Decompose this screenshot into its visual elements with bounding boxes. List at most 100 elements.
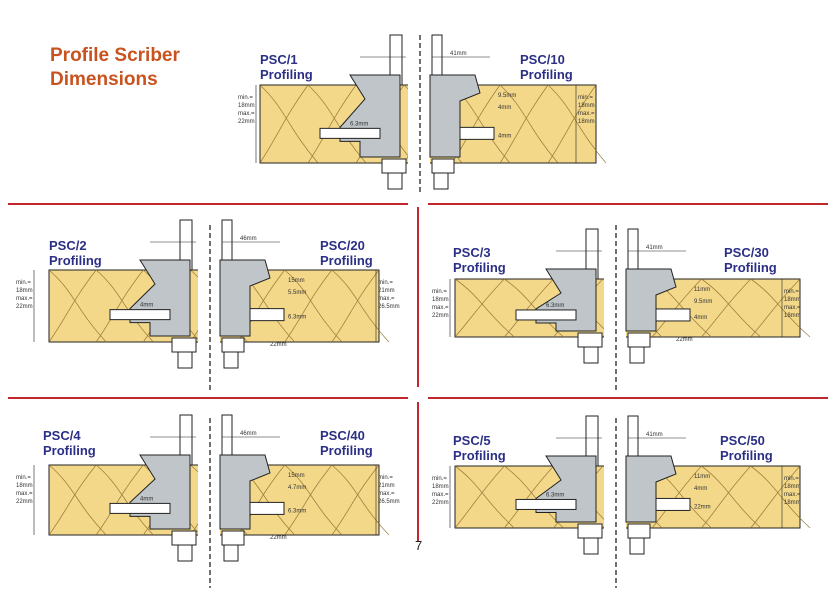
divider-top-left: [8, 203, 408, 205]
dimension-label: 41mm: [450, 51, 467, 57]
divider-vertical-upper: [417, 207, 419, 387]
dimension-label: 9.5mm: [694, 299, 712, 305]
left-cutter: [109, 414, 197, 562]
profile-drawing: 6.3mm41mm9.5mm4mm4mmmin.=18mmmax.=22mmmi…: [238, 34, 607, 195]
profile-drawing: 4mm46mm15mm4.7mm6.3mm22mmmin.=18mmmax.=2…: [16, 414, 400, 588]
label-psc2: PSC/2 Profiling: [49, 238, 102, 268]
side-thickness-right: min.=: [784, 476, 799, 482]
profile-drawing: 6.3mm 41mm 11mm 4mm 22mm min.= 18mm max.= 22mm mi…: [432, 415, 811, 588]
dimension-label: 22mm: [694, 504, 711, 510]
page-number: 7: [415, 538, 423, 553]
dimension-label: 4mm: [140, 496, 153, 502]
label-psc5: PSC/5 Profiling: [453, 433, 506, 463]
dimension-label: 22mm: [676, 337, 693, 343]
dimension-label: 15mm: [288, 278, 305, 284]
dimension-label: 41mm: [646, 245, 663, 251]
side-thickness-right: 21mm: [378, 288, 395, 294]
side-thickness-right: 18mm: [784, 484, 801, 490]
page-title-line2: Dimensions: [50, 69, 158, 90]
panel-psc5: 6.3mm 41mm 11mm 4mm 22mm min.= 18mm max.= 22mm mi…: [430, 415, 825, 588]
dimension-label: 4mm: [140, 303, 153, 309]
label-psc50: PSC/50 Profiling: [720, 433, 773, 463]
side-thickness-right: 26.5mm: [378, 304, 400, 310]
side-thickness-right: max.=: [784, 492, 801, 498]
dimension-label: 4mm: [498, 133, 511, 139]
divider-mid-right: [428, 397, 828, 399]
label-psc20: PSC/20 Profiling: [320, 238, 373, 268]
dimension-label: 41mm: [646, 432, 663, 438]
side-thickness-left: max.=: [432, 492, 449, 498]
side-thickness-left: 18mm: [238, 103, 255, 109]
label-psc10-line1: PSC/10: [520, 52, 565, 67]
label-psc5-line2: Profiling: [453, 448, 506, 463]
side-thickness-left: min.=: [16, 280, 31, 286]
label-psc4: PSC/4 Profiling: [43, 428, 96, 458]
label-psc3: PSC/3 Profiling: [453, 245, 506, 275]
right-cutter: [219, 219, 285, 369]
divider-top-right: [428, 203, 828, 205]
side-thickness-left: min.=: [432, 476, 447, 482]
right-cutter: [625, 415, 691, 555]
page-title-line1: Profile Scriber: [50, 45, 180, 66]
side-thickness-right: 18mm: [784, 313, 801, 319]
dimension-label: 46mm: [240, 431, 257, 437]
label-psc50-line2: Profiling: [720, 448, 773, 463]
side-thickness-right: 18mm: [784, 500, 801, 506]
side-thickness-left: 22mm: [16, 499, 33, 505]
label-psc1: PSC/1 Profiling: [260, 52, 313, 82]
label-psc40-line2: Profiling: [320, 443, 373, 458]
dimension-label: 6.3mm: [546, 492, 564, 498]
dimension-label: 11mm: [694, 474, 710, 480]
left-cutter: [515, 415, 603, 555]
side-thickness-right: 18mm: [784, 297, 801, 303]
side-thickness-left: 22mm: [432, 313, 449, 319]
side-thickness-left: max.=: [432, 305, 449, 311]
dimension-label: 6.3mm: [288, 315, 306, 321]
label-psc5-line1: PSC/5: [453, 433, 491, 448]
side-thickness-right: 26.5mm: [378, 499, 400, 505]
profile-drawing: 4mm46mm15mm5.5mm6.3mm22mmmin.=18mmmax.=2…: [16, 219, 400, 390]
label-psc50-line1: PSC/50: [720, 433, 765, 448]
dimension-label: 6.3mm: [288, 508, 306, 514]
side-thickness-right: min.=: [784, 289, 799, 295]
side-thickness-right: min.=: [578, 95, 593, 101]
side-thickness-left: 18mm: [432, 484, 449, 490]
label-psc20-line2: Profiling: [320, 253, 373, 268]
divider-vertical-lower: [417, 402, 419, 542]
dimension-label: 46mm: [240, 236, 257, 242]
side-thickness-left: 22mm: [16, 304, 33, 310]
side-thickness-left: min.=: [238, 95, 253, 101]
side-thickness-left: max.=: [16, 296, 33, 302]
label-psc2-line1: PSC/2: [49, 238, 87, 253]
label-psc10-line2: Profiling: [520, 67, 573, 82]
dimension-label: 4.7mm: [288, 485, 306, 491]
left-cutter: [515, 228, 603, 364]
side-thickness-left: 18mm: [432, 297, 449, 303]
right-cutter: [429, 34, 495, 190]
label-psc4-line1: PSC/4: [43, 428, 81, 443]
divider-mid-left: [8, 397, 408, 399]
right-cutter: [219, 414, 285, 562]
dimension-label: 4mm: [694, 486, 707, 492]
label-psc10: PSC/10 Profiling: [520, 52, 573, 82]
side-thickness-left: min.=: [16, 475, 31, 481]
side-thickness-left: 22mm: [238, 119, 255, 125]
dimension-label: 6.3mm: [350, 121, 368, 127]
label-psc3-line2: Profiling: [453, 260, 506, 275]
dimension-label: 22mm: [270, 342, 287, 348]
side-thickness-left: max.=: [238, 111, 255, 117]
label-psc30-line2: Profiling: [724, 260, 777, 275]
dimension-label: 11mm: [694, 287, 710, 293]
dimension-label: 6.3mm: [546, 303, 564, 309]
left-cutter: [109, 219, 197, 369]
side-thickness-left: 22mm: [432, 500, 449, 506]
label-psc40: PSC/40 Profiling: [320, 428, 373, 458]
label-psc4-line2: Profiling: [43, 443, 96, 458]
side-thickness-left: max.=: [16, 491, 33, 497]
side-thickness-right: max.=: [378, 296, 395, 302]
label-psc2-line2: Profiling: [49, 253, 102, 268]
right-cutter: [625, 228, 691, 364]
side-thickness-right: max.=: [378, 491, 395, 497]
